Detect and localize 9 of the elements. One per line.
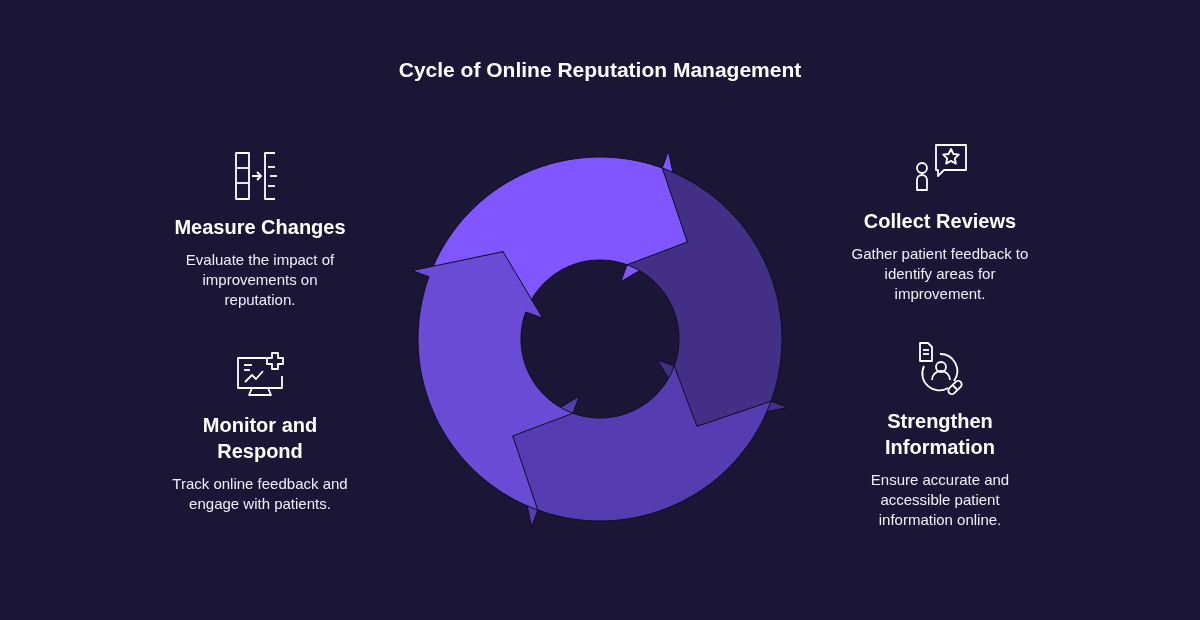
- step-heading: Monitor and Respond: [201, 413, 319, 464]
- step-heading: Strengthen Information: [884, 409, 996, 460]
- step-description: Ensure accurate and accessible patient information online.: [869, 470, 1011, 530]
- step-description: Gather patient feedback to identify areas for improvement.: [850, 244, 1030, 304]
- step-heading: Collect Reviews: [862, 209, 1018, 234]
- step-description: Evaluate the impact of improvements on reputation.: [184, 250, 336, 310]
- step-description: Track online feedback and engage with patients.: [171, 474, 349, 514]
- step-heading: Measure Changes: [173, 215, 347, 240]
- title: Cycle of Online Reputation Management: [397, 58, 803, 82]
